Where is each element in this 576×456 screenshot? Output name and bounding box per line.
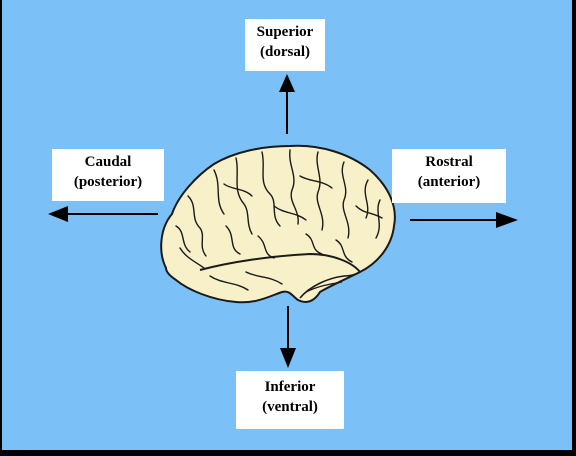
label-superior: Superior (dorsal) [245, 19, 325, 71]
label-rostral: Rostral (anterior) [392, 149, 506, 203]
label-caudal-line2: (posterior) [73, 174, 143, 190]
arrow-rostral [410, 212, 518, 228]
label-caudal-line1: Caudal [84, 154, 132, 170]
label-superior-line1: Superior [256, 24, 314, 40]
label-rostral-line1: Rostral [425, 154, 473, 170]
label-rostral-line2: (anterior) [417, 174, 481, 190]
label-inferior-line2: (ventral) [262, 399, 318, 415]
label-caudal: Caudal (posterior) [52, 149, 164, 201]
label-inferior-line1: Inferior [264, 379, 316, 395]
label-inferior: Inferior (ventral) [236, 371, 344, 429]
arrow-inferior [280, 306, 296, 368]
arrow-superior [279, 74, 295, 134]
arrow-caudal [48, 206, 158, 222]
label-superior-line2: (dorsal) [260, 44, 310, 60]
brain-icon [160, 144, 396, 304]
